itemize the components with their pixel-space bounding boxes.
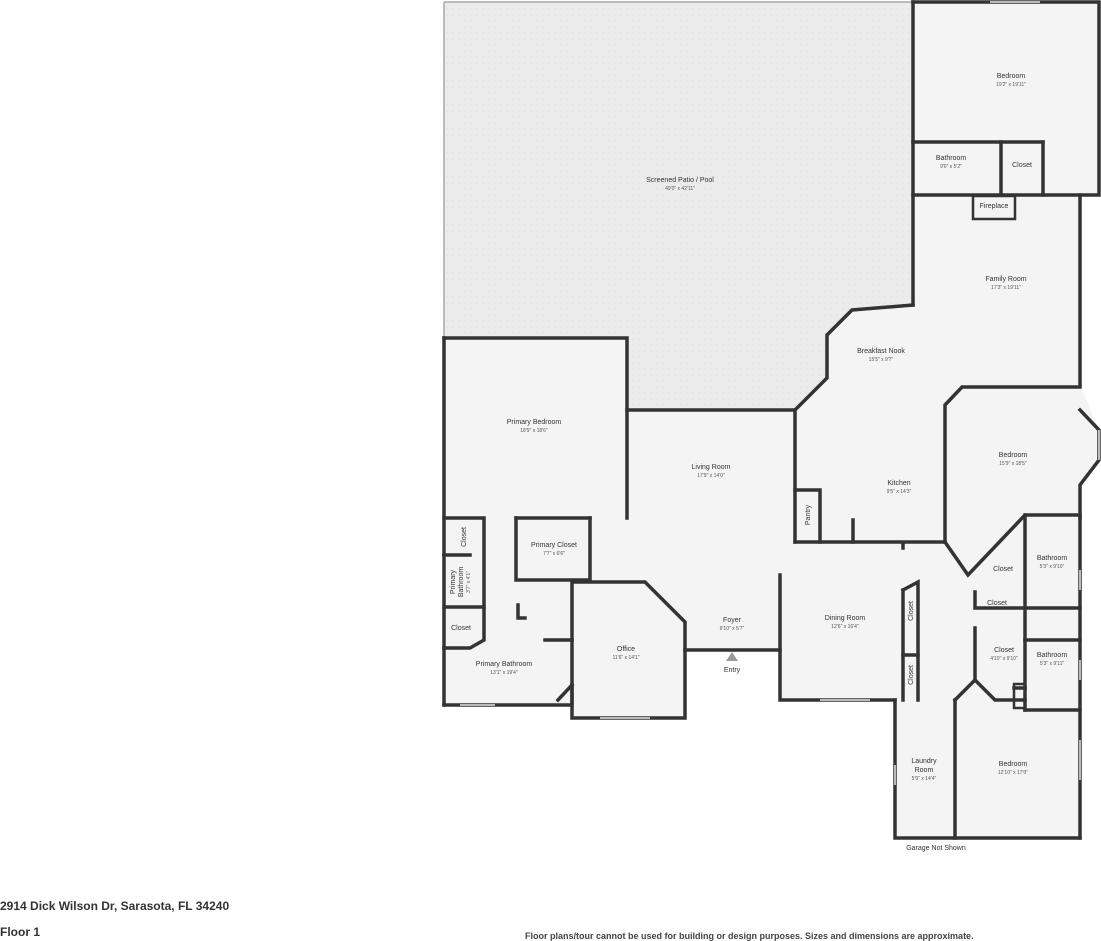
room-kitchen-dim: 9'5" x 14'3"	[887, 489, 912, 495]
room-living-name: Living Room	[692, 464, 731, 471]
windows	[460, 1, 1100, 785]
room-bathroom-e1-dim: 5'3" x 9'10"	[1040, 564, 1065, 570]
room-closet-ne-name: Closet	[1012, 162, 1032, 169]
room-foyer-dim: 9'10" x 5'7"	[720, 626, 745, 632]
room-primary-bath-small-name2: Bathroom	[458, 567, 465, 598]
room-living-dim: 17'9" x 14'0"	[697, 473, 725, 479]
room-office-name: Office	[617, 646, 635, 653]
room-closet-e2-name: Closet	[987, 600, 1007, 607]
room-closet-e3-name: Closet	[994, 647, 1014, 654]
room-bedroom-ne-dim: 19'2" x 19'11"	[996, 82, 1026, 88]
room-pantry-name: Pantry	[805, 504, 812, 525]
room-dining-dim: 12'6" x 16'4"	[831, 624, 859, 630]
room-laundry-name1: Laundry	[911, 758, 937, 765]
room-closet-d2-name: Closet	[908, 665, 915, 685]
room-fireplace-name: Fireplace	[980, 203, 1009, 210]
room-closet-pb1-name: Closet	[461, 527, 468, 547]
house-floor	[444, 2, 1099, 838]
room-family-name: Family Room	[985, 276, 1026, 283]
room-entry-name: Entry	[724, 667, 741, 674]
room-closet-e1-name: Closet	[993, 566, 1013, 573]
room-closet-d1-name: Closet	[908, 601, 915, 621]
room-laundry-name2: Room	[915, 767, 934, 774]
room-office-dim: 11'6" x 14'1"	[612, 655, 639, 661]
room-primary-bathroom-dim: 13'1" x 19'4"	[490, 670, 518, 676]
room-family-dim: 17'3" x 19'11"	[991, 285, 1021, 291]
patio-floor	[444, 2, 913, 410]
room-bedroom-e-dim: 15'9" x 18'5"	[999, 461, 1027, 467]
room-bathroom-e1-name: Bathroom	[1037, 555, 1068, 562]
room-primary-closet-dim: 7'7" x 6'6"	[543, 551, 565, 557]
room-patio-dim: 49'0" x 42'11"	[665, 186, 695, 192]
room-primary-bedroom-name: Primary Bedroom	[507, 419, 562, 426]
room-dining-name: Dining Room	[825, 615, 866, 622]
room-nook-name: Breakfast Nook	[857, 348, 905, 355]
room-bathroom-e2-dim: 5'3" x 9'11"	[1040, 661, 1064, 667]
room-primary-closet-name: Primary Closet	[531, 542, 577, 549]
room-bedroom-e-name: Bedroom	[999, 452, 1028, 459]
room-bedroom-se-dim: 12'10" x 17'0"	[998, 770, 1028, 776]
garage-note: Garage Not Shown	[906, 845, 966, 852]
disclaimer-text: Floor plans/tour cannot be used for buil…	[525, 931, 974, 941]
room-kitchen-name: Kitchen	[887, 480, 910, 487]
room-closet-pb2-name: Closet	[451, 625, 471, 632]
property-address: 2914 Dick Wilson Dr, Sarasota, FL 34240	[0, 899, 230, 913]
room-bathroom-ne-dim: 9'0" x 5'2"	[940, 164, 962, 170]
room-nook-dim: 15'5" x 9'7"	[869, 357, 894, 363]
room-laundry-dim: 5'9" x 14'4"	[912, 776, 937, 782]
room-primary-bedroom-dim: 18'9" x 18'6"	[520, 428, 548, 434]
room-closet-e3-dim: 4'10" x 9'10"	[990, 656, 1018, 662]
floor-label: Floor 1	[0, 925, 41, 939]
entry-arrow-icon	[726, 652, 738, 661]
floor-fills	[444, 2, 1099, 838]
room-labels: Screened Patio / Pool 49'0" x 42'11" Bed…	[450, 73, 1067, 852]
room-primary-bathroom-name: Primary Bathroom	[476, 661, 533, 668]
room-bedroom-ne-name: Bedroom	[997, 73, 1026, 80]
room-patio-name: Screened Patio / Pool	[646, 177, 714, 184]
room-primary-bath-small-name1: Primary	[450, 569, 457, 594]
room-bathroom-ne-name: Bathroom	[936, 155, 967, 162]
room-bathroom-e2-name: Bathroom	[1037, 652, 1068, 659]
room-foyer-name: Foyer	[723, 617, 742, 624]
room-bedroom-se-name: Bedroom	[999, 761, 1028, 768]
room-primary-bath-small-dim: 3'7" x 4'1"	[466, 571, 472, 593]
